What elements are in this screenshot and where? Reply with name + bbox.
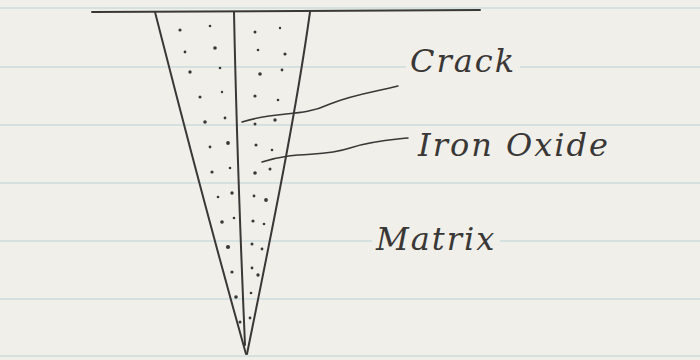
crack-line [234, 12, 245, 345]
ground-surface [92, 10, 480, 12]
iron-oxide-dots [178, 25, 286, 324]
leader-lines [242, 86, 408, 162]
ruled-lines [0, 8, 700, 356]
matrix-label: Matrix [372, 222, 500, 257]
wedge-left [155, 12, 246, 354]
crack-label: Crack [406, 44, 520, 79]
iron-oxide-label: Iron Oxide [414, 128, 614, 163]
crack-leader [242, 86, 398, 122]
wedge-right [247, 12, 310, 354]
iron-oxide-leader [262, 138, 408, 162]
